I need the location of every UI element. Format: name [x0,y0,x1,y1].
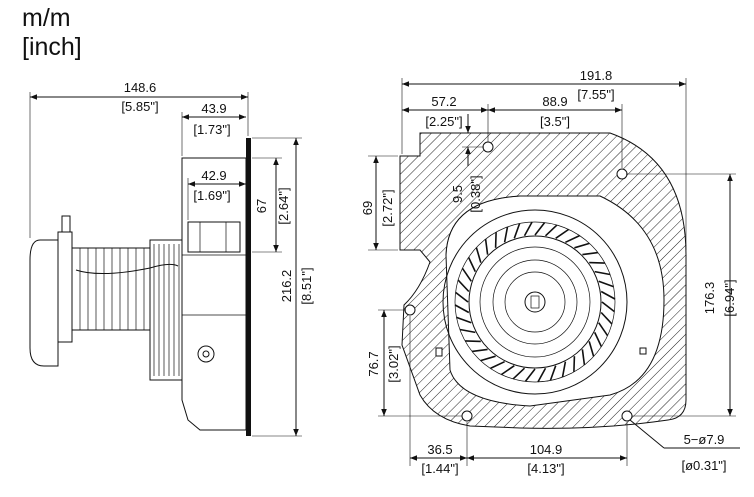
dim-front-176-in: [6.94"] [722,279,737,316]
scroll-housing [399,132,687,429]
impeller-blade [600,290,616,300]
hub [524,291,546,313]
impeller-blade [573,356,576,372]
impeller-blade [549,365,557,381]
impeller-blade [513,223,521,239]
impeller-blade [581,349,586,366]
impeller-blade [490,360,505,370]
dim-front-88-in: [3.5"] [540,114,570,129]
dim-side-outlet-mm: 67 [254,199,269,213]
motor-end-cap [29,239,59,367]
impeller-blade [544,224,558,237]
impeller-blade [589,261,605,264]
dim-front-36-in: [1.44"] [421,461,458,476]
outlet-tube [187,221,241,253]
dim-front-9-in: [0.38"] [468,175,483,212]
impeller-blade [523,221,533,237]
dim-front-104-in: [4.13"] [527,461,564,476]
dim-front-104-mm: 104.9 [530,442,563,457]
connector [197,345,215,363]
impeller-blade [594,270,611,276]
impeller-blade [534,222,546,236]
dim-overall-depth-in: [5.85"] [121,99,158,114]
lead-wire [75,263,179,275]
dim-outlet-depth-in: [1.69"] [193,188,230,203]
dim-front-width-in: [7.55"] [577,87,614,102]
dim-front-69-mm: 69 [360,201,375,215]
impeller-blade [512,367,526,380]
motor-fins [149,239,183,381]
dim-front-57-mm: 57.2 [431,94,456,109]
impeller-blade [454,304,470,314]
impeller-blade [484,238,489,255]
side-view: 148.6 [5.85"] 43.9 [1.73"] 42.9 [1.69"] … [29,80,314,437]
mounting-flange [246,138,251,436]
hole-callout-in: [ø0.31"] [681,458,726,473]
impeller [442,209,628,395]
dim-side-height-in: [8.51"] [299,267,314,304]
hole-callout-mm: 5−ø7.9 [684,432,725,447]
impeller-blade [467,257,477,272]
impeller-blade [480,355,496,362]
impeller-blade [494,232,497,248]
dim-front-57-in: [2.25"] [425,114,462,129]
dim-front-69-in: [2.72"] [380,189,395,226]
dim-overall-depth-mm: 148.6 [124,80,157,95]
impeller-blade [503,226,509,243]
impeller-blade [555,228,570,239]
impeller-blade [455,291,469,303]
front-view: 191.8 [7.55"] 57.2 [2.25"] 88.9 [3.5"] 6… [360,68,740,476]
impeller-blade [524,368,536,382]
dim-front-76-mm: 76.7 [366,351,381,376]
impeller-blade [461,267,472,282]
impeller-blade [475,247,482,263]
impeller-blade [600,311,613,325]
impeller-blade [588,341,595,357]
impeller-blade [465,340,481,343]
dim-front-width-mm: 191.8 [580,68,613,83]
impeller-blade [500,365,515,376]
dim-outlet-depth-mm: 42.9 [201,168,226,183]
unit-imperial: [inch] [22,33,82,61]
dim-flange-face-in: [1.73"] [193,122,230,137]
impeller-blade [456,316,472,324]
impeller-blade [598,280,614,288]
motor-winding [71,247,151,331]
impeller-blade [561,361,567,378]
impeller-blade [593,332,603,347]
dim-front-36-mm: 36.5 [427,442,452,457]
dim-side-outlet-in: [2.64"] [276,187,291,224]
impeller-blade [582,251,599,256]
impeller-blade [601,301,615,313]
impeller-blade [574,242,590,249]
impeller-blade [457,279,470,293]
impeller-blade [459,328,476,334]
impeller-blade [537,367,547,383]
dim-flange-face-mm: 43.9 [201,101,226,116]
unit-metric: m/m [22,4,71,32]
dim-side-height-mm: 216.2 [279,270,294,303]
impeller-blade [565,234,580,244]
dim-front-9-mm: 9.5 [450,185,465,203]
dim-front-88-mm: 88.9 [542,94,567,109]
impeller-blade [598,322,609,337]
terminal-tab [61,215,71,233]
dim-front-176-mm: 176.3 [702,282,717,315]
impeller-blade [471,348,488,353]
dim-front-76-in: [3.02"] [386,345,401,382]
